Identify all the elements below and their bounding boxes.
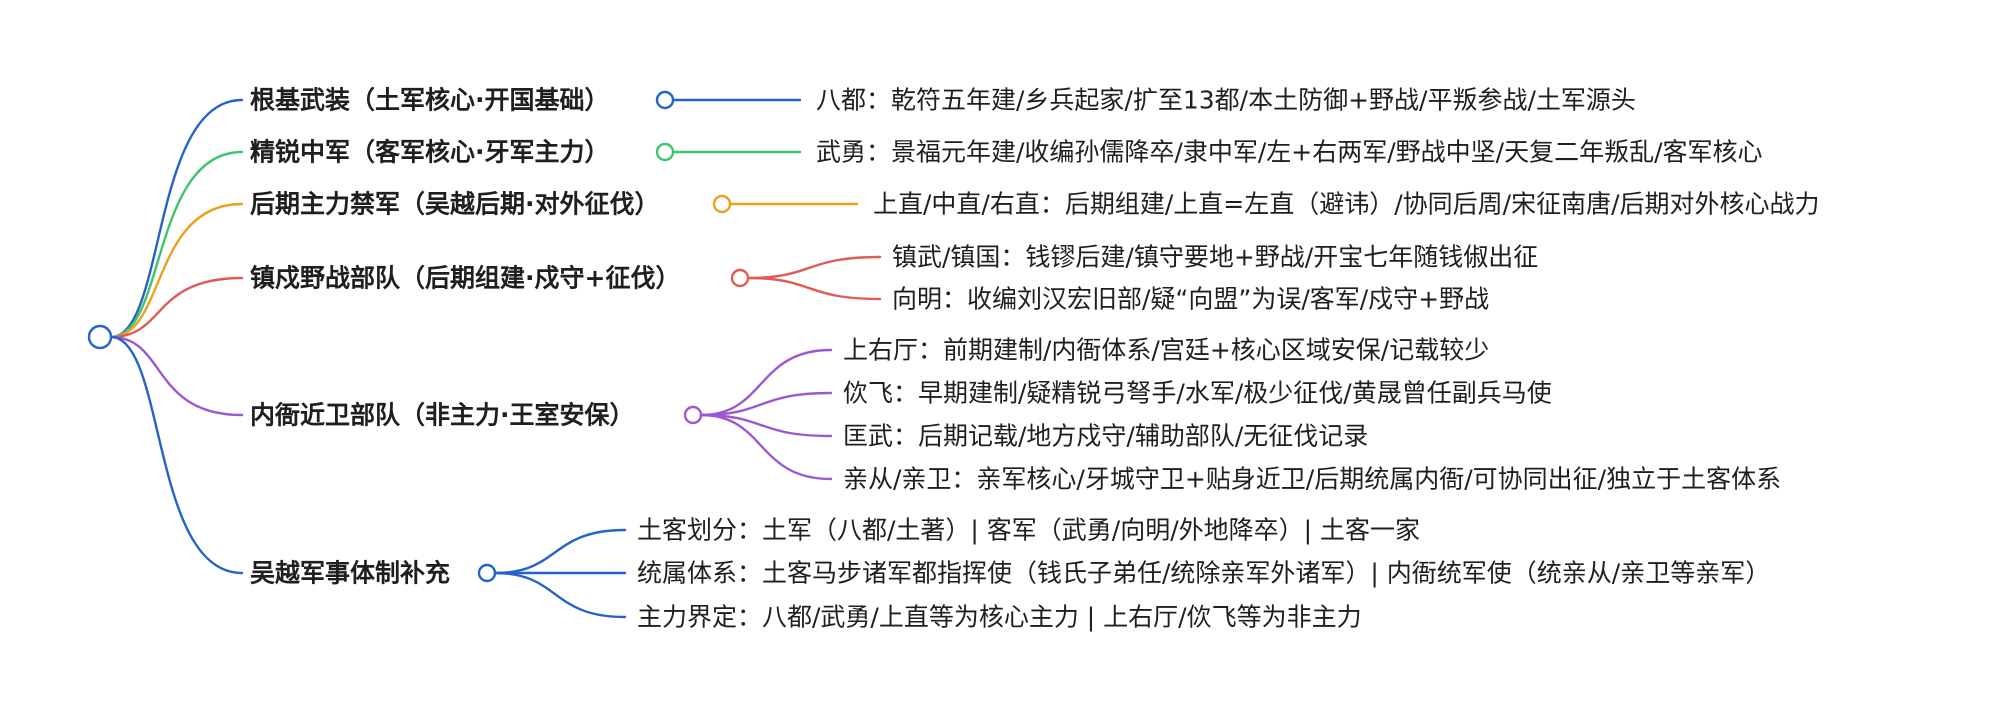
branch-label-3[interactable]: 后期主力禁军（吴越后期·对外征伐）	[250, 189, 660, 219]
branch-link-6	[109, 335, 244, 575]
branch-toggle-4[interactable]	[730, 268, 750, 288]
leaf-label-4-2[interactable]: 向明：收编刘汉宏旧部/疑“向盟”为误/客军/戍守+野战	[892, 284, 1490, 314]
leaf-label-6-3[interactable]: 主力界定：八都/武勇/上直等为核心主力 | 上右厅/佽飞等为非主力	[637, 602, 1362, 632]
branch-label-6[interactable]: 吴越军事体制补充	[250, 558, 451, 588]
branch-label-2[interactable]: 精锐中军（客军核心·牙军主力）	[250, 137, 610, 167]
branch-label-4[interactable]: 镇戍野战部队（后期组建·戍守+征伐）	[250, 263, 681, 293]
branch-link-3	[109, 202, 244, 339]
branch-toggle-2[interactable]	[655, 142, 675, 162]
leaf-link-5-1	[699, 348, 833, 417]
leaf-label-6-1[interactable]: 土客划分：土军（八都/土著）| 客军（武勇/向明/外地降卒）| 土客一家	[637, 515, 1421, 545]
branch-link-1	[109, 98, 244, 339]
leaf-link-6-3	[493, 571, 627, 619]
leaf-label-3-1[interactable]: 上直/中直/右直：后期组建/上直=左直（避讳）/协同后周/宋征南唐/后期对外核心…	[873, 189, 1820, 219]
branch-link-4	[109, 276, 244, 339]
leaf-label-1-1[interactable]: 八都：乾符五年建/乡兵起家/扩至13都/本土防御+野战/平叛参战/土军源头	[816, 85, 1636, 115]
branch-toggle-3[interactable]	[712, 194, 732, 214]
branch-label-1[interactable]: 根基武装（土军核心·开国基础）	[250, 85, 610, 115]
leaf-link-5-3	[699, 413, 833, 438]
branch-link-5	[109, 335, 244, 417]
root-node[interactable]	[87, 324, 113, 350]
leaf-label-5-4[interactable]: 亲从/亲卫：亲军核心/牙城守卫+贴身近卫/后期统属内衙/可协同出征/独立于土客体…	[843, 464, 1782, 494]
leaf-link-4-2	[746, 276, 882, 301]
leaf-label-5-1[interactable]: 上右厅：前期建制/内衙体系/宫廷+核心区域安保/记载较少	[843, 335, 1490, 365]
branch-label-5[interactable]: 内衙近卫部队（非主力·王室安保）	[250, 400, 635, 430]
branch-link-2	[109, 150, 244, 339]
leaf-link-5-4	[699, 413, 833, 481]
leaf-link-5-2	[699, 391, 833, 417]
leaf-label-2-1[interactable]: 武勇：景福元年建/收编孙儒降卒/隶中军/左+右两军/野战中坚/天复二年叛乱/客军…	[816, 137, 1763, 167]
leaf-label-5-3[interactable]: 匡武：后期记载/地方戍守/辅助部队/无征伐记录	[843, 421, 1369, 451]
branch-toggle-5[interactable]	[683, 405, 703, 425]
leaf-link-4-1	[746, 255, 882, 280]
branch-toggle-1[interactable]	[655, 90, 675, 110]
branch-toggle-6[interactable]	[477, 563, 497, 583]
leaf-label-4-1[interactable]: 镇武/镇国：钱镠后建/镇守要地+野战/开宝七年随钱俶出征	[892, 242, 1539, 272]
leaf-label-5-2[interactable]: 佽飞：早期建制/疑精锐弓弩手/水军/极少征伐/黄晟曾任副兵马使	[843, 378, 1552, 408]
leaf-link-6-1	[493, 528, 627, 575]
leaf-label-6-2[interactable]: 统属体系：土客马步诸军都指挥使（钱氏子弟任/统除亲军外诸军）| 内衙统军使（统亲…	[637, 558, 1771, 588]
